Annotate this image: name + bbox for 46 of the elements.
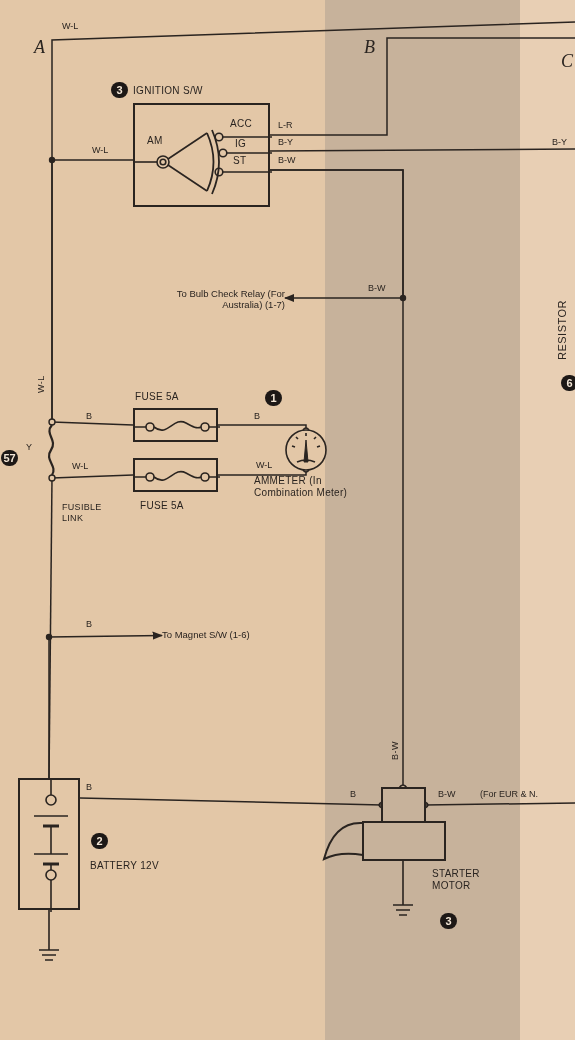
- callout-number: 6: [561, 375, 575, 391]
- component-label: RESISTOR: [556, 299, 569, 360]
- wire-code: B: [86, 620, 92, 629]
- rotated-label: B-W: [391, 741, 400, 760]
- component-label: FUSE 5A: [140, 500, 184, 512]
- component-label: STARTER MOTOR: [432, 868, 481, 892]
- wire-code: B-W: [438, 790, 456, 799]
- wire-arrow: [48, 631, 164, 779]
- connector-letter: A: [34, 38, 45, 56]
- wire-code: B: [350, 790, 356, 799]
- wire-code: B-W: [368, 284, 386, 293]
- destination-note: To Bulb Check Relay (For Australia) (1-7): [148, 288, 285, 314]
- wire-code: B-Y: [552, 138, 567, 147]
- wire-code: W-L: [256, 461, 273, 470]
- wire-code: L-R: [278, 121, 293, 130]
- wire-code: B: [86, 783, 92, 792]
- wire-code: B: [86, 412, 92, 421]
- callout-number: 3: [111, 82, 128, 98]
- callout-number: 3: [440, 913, 457, 929]
- component-label: IGNITION S/W: [133, 85, 203, 97]
- wire: [424, 802, 575, 806]
- component-label: FUSIBLE LINK: [62, 502, 103, 524]
- callout-number: 2: [91, 833, 108, 849]
- callout-number: 1: [265, 390, 282, 406]
- wire-arrow: [269, 169, 404, 303]
- connector-letter: B: [364, 38, 375, 56]
- wire-code: Y: [26, 443, 32, 452]
- wire: [269, 37, 575, 136]
- wire: [217, 424, 307, 429]
- wire-code: W-L: [92, 146, 109, 155]
- connector-letter: C: [561, 52, 573, 70]
- wire: [217, 471, 307, 476]
- wire-code: W-L: [62, 22, 79, 31]
- wire-code: B: [254, 412, 260, 421]
- callout-number: 57: [1, 450, 18, 466]
- component-label: AMMETER (In Combination Meter): [254, 475, 349, 499]
- wire: [269, 148, 575, 152]
- wire-code: B-Y: [278, 138, 293, 147]
- wire: [79, 797, 383, 806]
- wire-code: B-W: [278, 156, 296, 165]
- destination-note: To Magnet S/W (1-6): [162, 629, 302, 642]
- component-label: FUSE 5A: [135, 391, 179, 403]
- rotated-label: W-L: [37, 375, 46, 393]
- wire-code: (For EUR & N.: [480, 790, 538, 799]
- wire-code: W-L: [72, 462, 89, 471]
- component-label: BATTERY 12V: [90, 860, 160, 872]
